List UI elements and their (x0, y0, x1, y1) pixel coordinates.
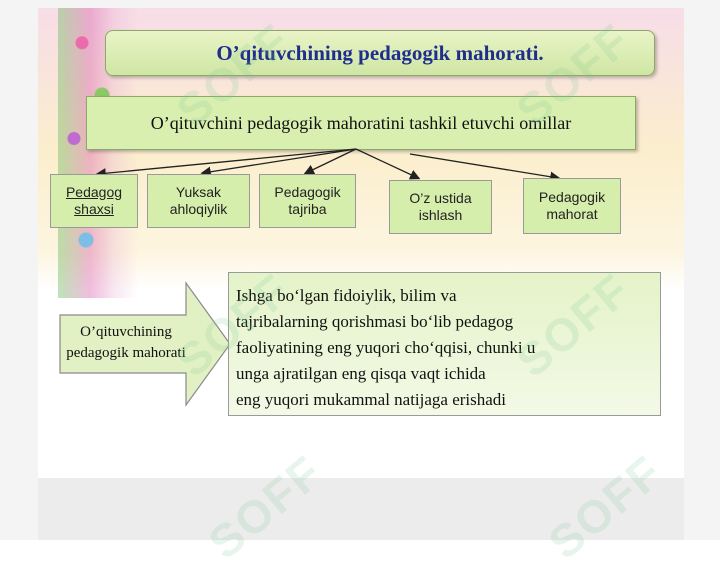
factor-box-5: Pedagogik mahorat (523, 178, 621, 234)
factor-box-4: O’z ustida ishlash (389, 180, 492, 234)
factor-label: Yuksak ahloqiylik (169, 183, 228, 218)
connector-line (409, 153, 561, 182)
factors-heading-box: O’qituvchini pedagogik mahoratini tashki… (86, 96, 636, 150)
factor-box-3: Pedagogik tajriba (259, 174, 356, 228)
factor-box-1: Pedagog shaxsi (50, 174, 138, 228)
factors-heading: O’qituvchini pedagogik mahoratini tashki… (150, 112, 572, 133)
factor-label: O’z ustida ishlash (409, 189, 472, 224)
concept-arrow (59, 281, 231, 407)
factor-label: Pedagogik mahorat (538, 188, 606, 223)
definition-text: Ishga bo‘lgan fidoiylik, bilim va tajrib… (236, 286, 536, 409)
connector-line (303, 148, 357, 175)
factor-label: Pedagogik tajriba (274, 183, 341, 218)
connector-line (200, 148, 357, 177)
factor-label: Pedagog shaxsi (65, 183, 123, 218)
bottom-strip (38, 478, 684, 540)
factor-box-2: Yuksak ahloqiylik (147, 174, 250, 228)
connector-line (355, 148, 421, 180)
title-box: O’qituvchining pedagogik mahorati. (105, 30, 655, 76)
slide-title: O’qituvchining pedagogik mahorati. (216, 40, 544, 65)
slide: O’qituvchining pedagogik mahorati. O’qit… (38, 8, 684, 478)
definition-box: Ishga bo‘lgan fidoiylik, bilim va tajrib… (228, 272, 661, 416)
concept-label: O’qituvchining pedagogik mahorati (66, 324, 186, 361)
